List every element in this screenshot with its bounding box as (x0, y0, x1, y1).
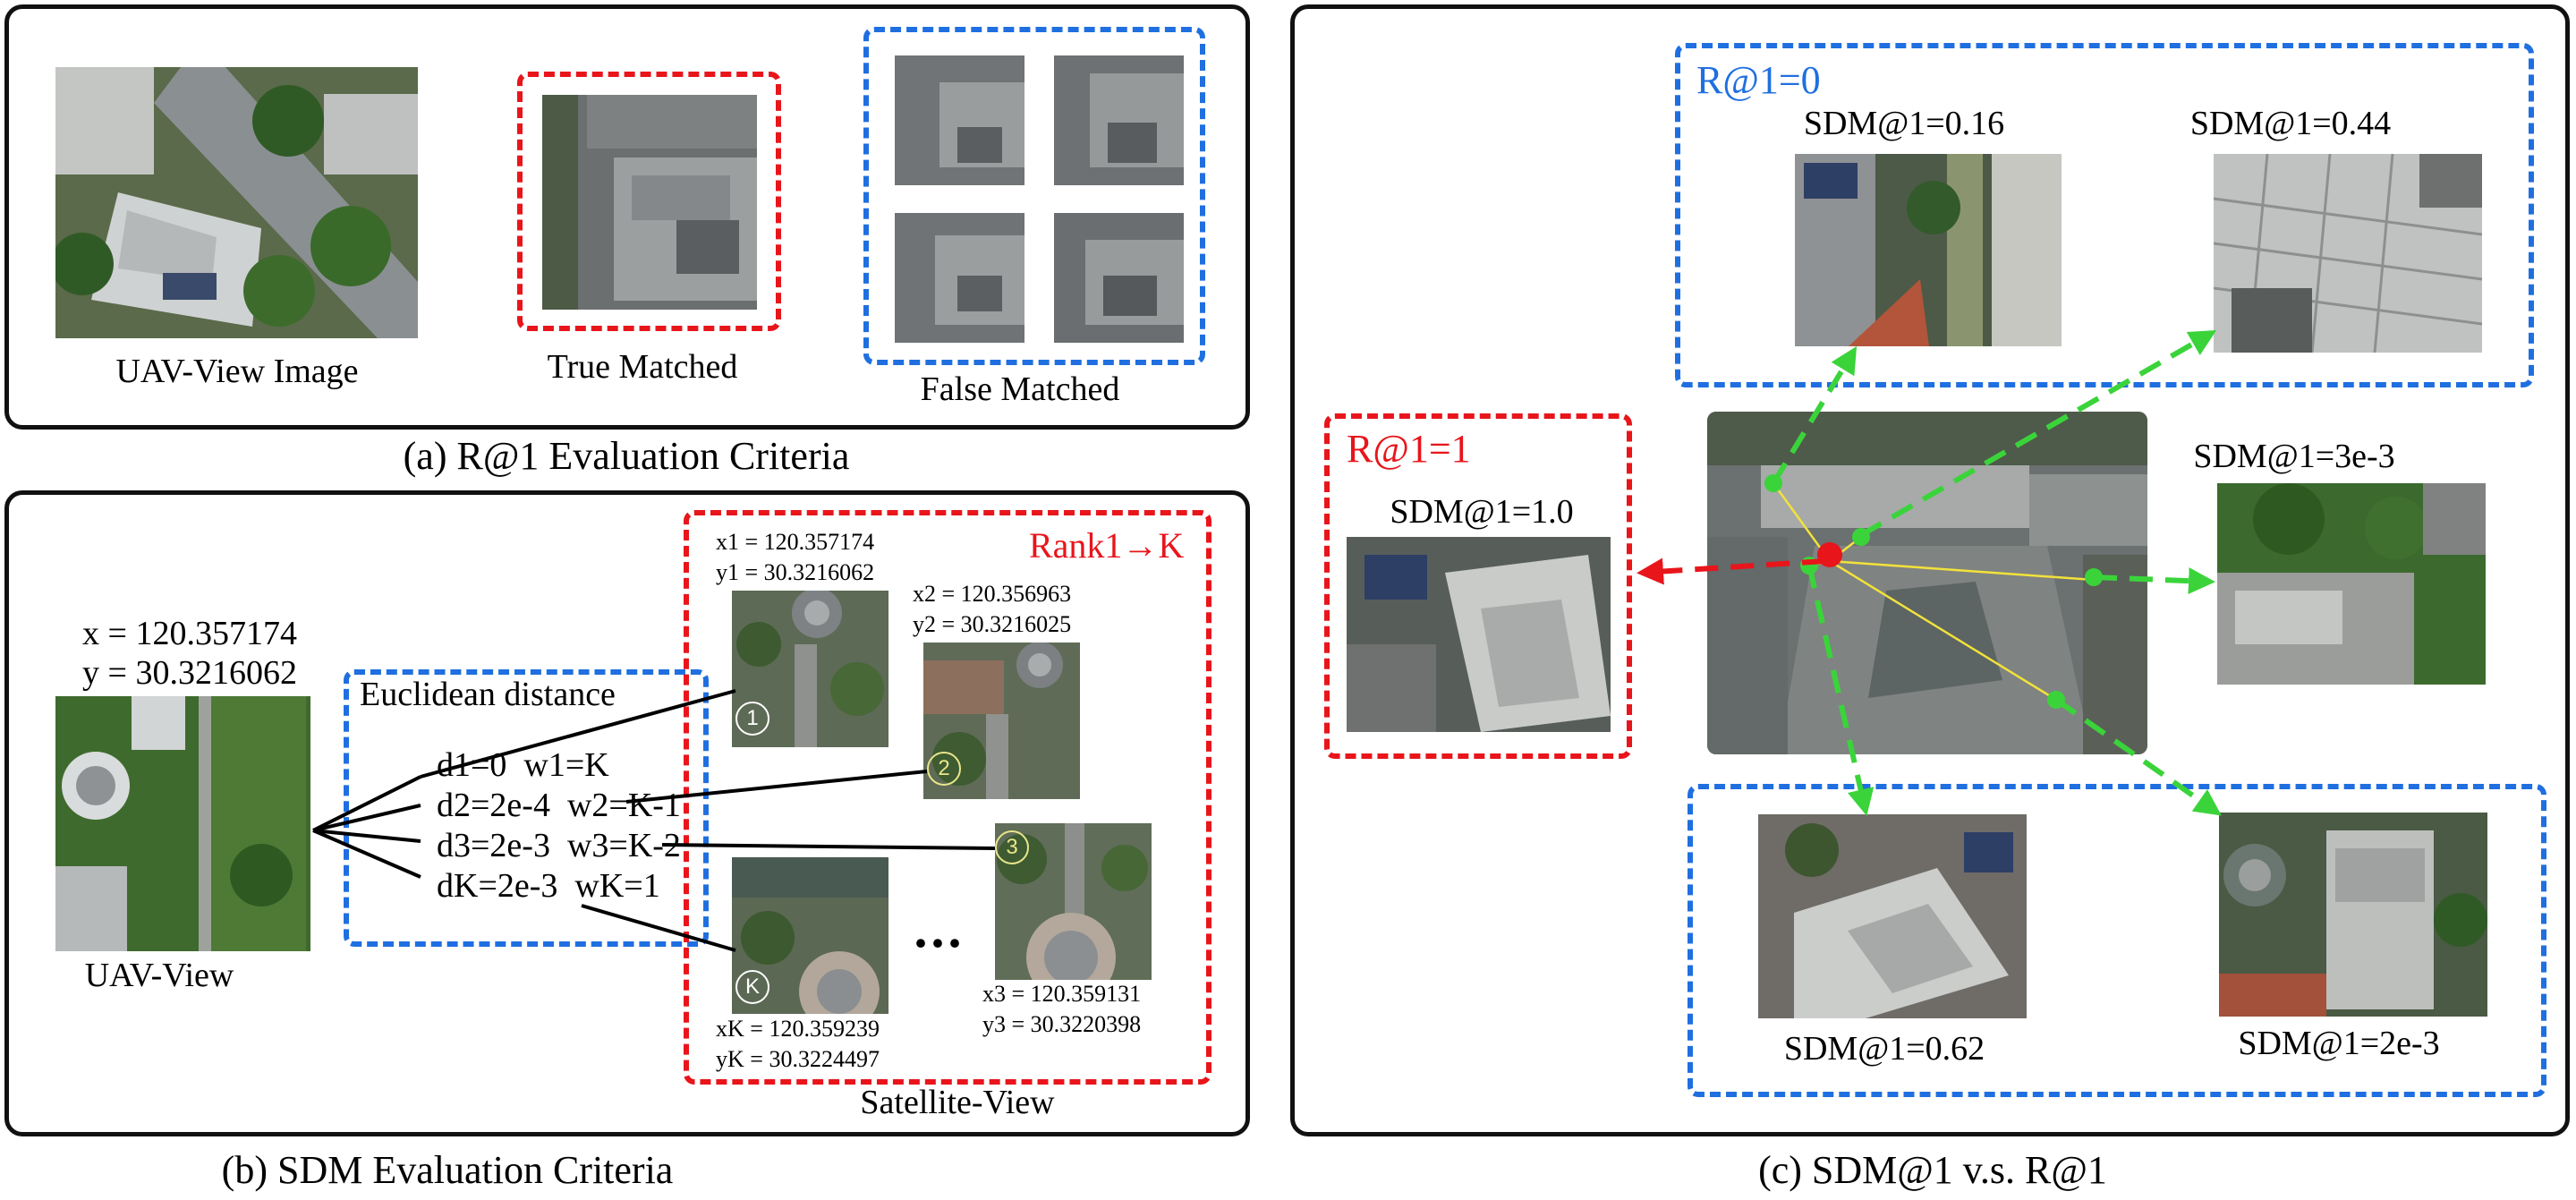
satellite-view-label: Satellite-View (860, 1084, 1055, 1121)
r1-zero-box (1675, 43, 2534, 387)
false-matched-image-2 (1054, 55, 1184, 185)
sdm-062-image (1758, 814, 2027, 1018)
lower-blue-box (1688, 784, 2546, 1097)
sdm-016-label: SDM@1=0.16 (1803, 105, 2005, 142)
uav-coord-x: x = 120.357174 (82, 615, 297, 652)
sat1-x: x1 = 120.357174 (716, 529, 875, 555)
euclidean-box (344, 669, 709, 947)
false-matched-image-3 (895, 213, 1024, 343)
r1-one-box (1324, 413, 1632, 759)
rank-badge-2: 2 (927, 752, 961, 786)
sdm-044-image (2214, 154, 2482, 353)
uav-view-image-b (55, 696, 310, 951)
sat3-x: x3 = 120.359131 (982, 981, 1142, 1007)
euclidean-distance-label: Euclidean distance (360, 676, 616, 713)
sdm-10-image (1347, 537, 1611, 732)
sat2-x: x2 = 120.356963 (913, 581, 1072, 607)
sdm-3e3-label: SDM@1=3e-3 (2193, 438, 2395, 475)
sdm-10-label: SDM@1=1.0 (1390, 493, 1574, 531)
true-matched-label: True Matched (547, 348, 738, 386)
distance-row-2: d2=2e-4 w2=K-1 (437, 787, 681, 824)
false-matched-image-4 (1054, 213, 1184, 343)
panel-a-caption: (a) R@1 Evaluation Criteria (403, 434, 850, 478)
panel-b-frame (4, 490, 1250, 1136)
distance-row-3: d3=2e-3 w3=K-2 (437, 827, 681, 864)
sdm-2e3-image (2219, 813, 2487, 1017)
sdm-044-label: SDM@1=0.44 (2189, 105, 2392, 142)
true-matched-box (517, 72, 781, 331)
sat3-y: y3 = 30.3220398 (982, 1011, 1142, 1037)
uav-view-image-label: UAV-View Image (115, 353, 359, 390)
r1-one-label: R@1=1 (1347, 427, 1471, 471)
distance-row-1: d1=0 w1=K (437, 746, 609, 784)
sat2-y: y2 = 30.3216025 (913, 611, 1072, 637)
satellite-image-K (732, 857, 888, 1014)
sdm-062-label: SDM@1=0.62 (1783, 1030, 1985, 1068)
true-matched-image (542, 95, 757, 310)
panel-c-caption: (c) SDM@1 v.s. R@1 (1758, 1148, 2107, 1192)
rank-label: Rank1→K (1029, 525, 1185, 566)
sdm-2e3-label: SDM@1=2e-3 (2238, 1025, 2440, 1062)
uav-view-image (55, 67, 418, 338)
uav-view-label: UAV-View (84, 957, 234, 994)
ellipsis: ... (914, 899, 965, 958)
panel-c-frame (1290, 4, 2570, 1136)
rank-badge-K: K (735, 970, 769, 1004)
false-matched-image-1 (895, 55, 1024, 185)
rank-badge-3: 3 (995, 830, 1029, 864)
satellite-image-1 (732, 591, 888, 747)
sdm-3e3-image (2217, 483, 2486, 685)
r1-zero-label: R@1=0 (1696, 58, 1821, 102)
uav-coord-y: y = 30.3216062 (82, 654, 297, 692)
false-matched-label: False Matched (920, 370, 1120, 408)
panel-a-frame (4, 4, 1250, 430)
panel-b-caption: (b) SDM Evaluation Criteria (221, 1148, 674, 1192)
rank-badge-1: 1 (735, 702, 769, 736)
satK-y: yK = 30.3224497 (716, 1046, 880, 1072)
sdm-016-image (1795, 154, 2062, 346)
distance-row-K: dK=2e-3 wK=1 (437, 867, 660, 905)
sat1-y: y1 = 30.3216062 (716, 559, 875, 585)
satK-x: xK = 120.359239 (716, 1016, 880, 1042)
false-matched-box (863, 27, 1205, 365)
satellite-image-2 (923, 643, 1080, 799)
